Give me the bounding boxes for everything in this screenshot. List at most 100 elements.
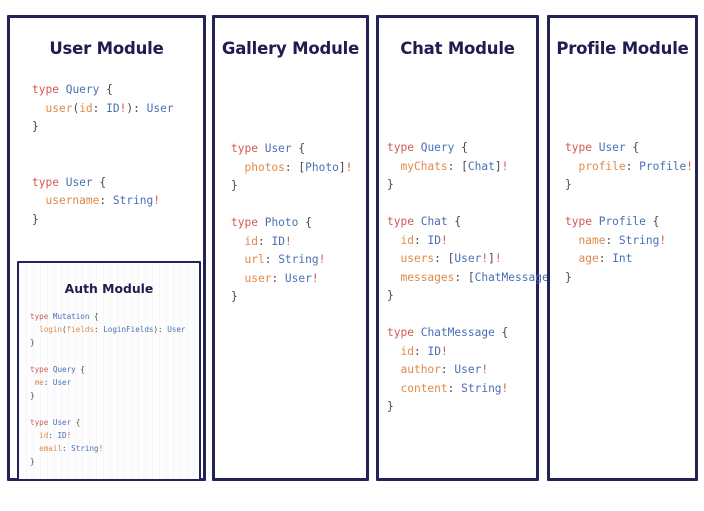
code-token xyxy=(414,141,421,154)
code-line: } xyxy=(231,288,352,307)
code-line xyxy=(565,195,693,214)
code-token: users xyxy=(400,252,435,265)
code-token: ! xyxy=(481,363,489,376)
code-token: : xyxy=(43,378,53,388)
code-token: User xyxy=(284,271,312,285)
code-token xyxy=(30,431,39,440)
code-token xyxy=(387,345,400,358)
code-token: ! xyxy=(686,159,694,173)
code-line xyxy=(32,155,174,174)
code-line: type Query { xyxy=(32,81,174,100)
code-token: username xyxy=(45,194,100,207)
code-line: id: ID! xyxy=(387,343,562,362)
code-token: type xyxy=(30,417,49,427)
code-token: ! xyxy=(119,101,127,115)
code-token: user xyxy=(45,101,73,115)
code-line: user: User! xyxy=(231,270,352,289)
code-line: type Query { xyxy=(30,363,186,376)
code-token: { xyxy=(71,417,81,427)
code-token: Profile xyxy=(598,215,646,228)
code-token: ID xyxy=(427,344,441,358)
code-line: type Chat { xyxy=(387,213,562,232)
code-token: User xyxy=(264,142,292,155)
code-token: ChatMessage xyxy=(474,270,549,284)
code-token xyxy=(592,141,599,154)
code-block-auth: type Mutation { login(fields: LoginField… xyxy=(30,310,186,468)
code-token: ( xyxy=(72,101,80,115)
code-token: } xyxy=(231,290,238,303)
code-line: id: ID! xyxy=(30,429,186,442)
code-token: String xyxy=(71,444,99,454)
code-line: } xyxy=(231,177,352,196)
code-token: ID xyxy=(271,234,285,248)
code-line: } xyxy=(30,336,186,349)
code-token: ] xyxy=(338,160,346,174)
code-token: User xyxy=(454,363,482,376)
code-token: : xyxy=(625,159,640,173)
code-line: } xyxy=(387,287,562,306)
code-line: } xyxy=(565,176,693,195)
code-token: ): xyxy=(153,325,168,335)
code-token xyxy=(231,253,244,266)
code-token: User xyxy=(167,325,186,335)
module-panel-user[interactable]: User Module type Query { user(id: ID!): … xyxy=(7,15,206,481)
code-line: myChats: [Chat]! xyxy=(387,158,562,177)
code-token xyxy=(30,444,39,453)
module-panel-auth[interactable]: Auth Module type Mutation { login(fields… xyxy=(17,261,201,481)
code-line xyxy=(32,137,174,156)
code-token: : xyxy=(62,444,72,454)
code-token: } xyxy=(231,179,238,192)
module-panel-chat[interactable]: Chat Module type Query { myChats: [Chat]… xyxy=(376,15,562,481)
code-token: { xyxy=(494,326,509,339)
code-token: : [ xyxy=(447,159,468,173)
code-token xyxy=(387,252,400,265)
code-token: ! xyxy=(501,159,509,173)
code-token: Photo xyxy=(305,160,339,174)
code-token: ! xyxy=(440,344,448,358)
code-line xyxy=(30,402,186,415)
code-token: ! xyxy=(153,194,161,207)
code-token: ! xyxy=(98,444,104,454)
code-token: ChatMessage xyxy=(420,326,495,339)
code-token xyxy=(387,363,400,376)
code-token: type xyxy=(387,141,414,154)
code-token: type xyxy=(231,216,258,229)
code-token: ID xyxy=(106,101,120,115)
module-panel-gallery[interactable]: Gallery Module type User { photos: [Phot… xyxy=(212,15,369,481)
code-token: ] xyxy=(494,159,502,173)
code-token: age xyxy=(578,252,599,265)
module-title-gallery: Gallery Module xyxy=(221,39,360,58)
code-token: profile xyxy=(578,159,626,173)
code-token: { xyxy=(298,216,312,229)
code-token xyxy=(258,216,265,229)
code-token: : xyxy=(447,381,462,395)
code-token: id xyxy=(39,430,49,440)
code-line: } xyxy=(387,176,562,195)
code-token xyxy=(387,234,400,247)
code-token: type xyxy=(387,215,414,228)
code-token: Query xyxy=(52,364,76,374)
code-line: me: User xyxy=(30,376,186,389)
code-block-user: type Query { user(id: ID!): User} type U… xyxy=(32,81,174,229)
code-token: : xyxy=(264,253,279,266)
code-line xyxy=(30,350,186,363)
code-line: url: String! xyxy=(231,251,352,270)
code-token: } xyxy=(565,178,572,191)
code-token: ! xyxy=(440,233,448,247)
code-token: } xyxy=(30,457,35,467)
code-line: username: String! xyxy=(32,192,174,211)
code-token: login xyxy=(39,325,63,335)
code-line: } xyxy=(30,455,186,468)
code-token: id xyxy=(400,344,414,358)
code-token: type xyxy=(30,312,49,321)
module-panel-profile[interactable]: Profile Module type User { profile: Prof… xyxy=(547,15,698,481)
code-token: : [ xyxy=(284,160,306,174)
code-line: content: String! xyxy=(387,380,562,399)
code-token xyxy=(231,235,244,248)
code-token: } xyxy=(32,120,39,133)
code-token xyxy=(387,160,400,173)
code-token: ! xyxy=(311,271,319,285)
code-token: Query xyxy=(420,141,455,154)
code-token: Chat xyxy=(467,159,495,173)
code-line: } xyxy=(30,389,186,402)
